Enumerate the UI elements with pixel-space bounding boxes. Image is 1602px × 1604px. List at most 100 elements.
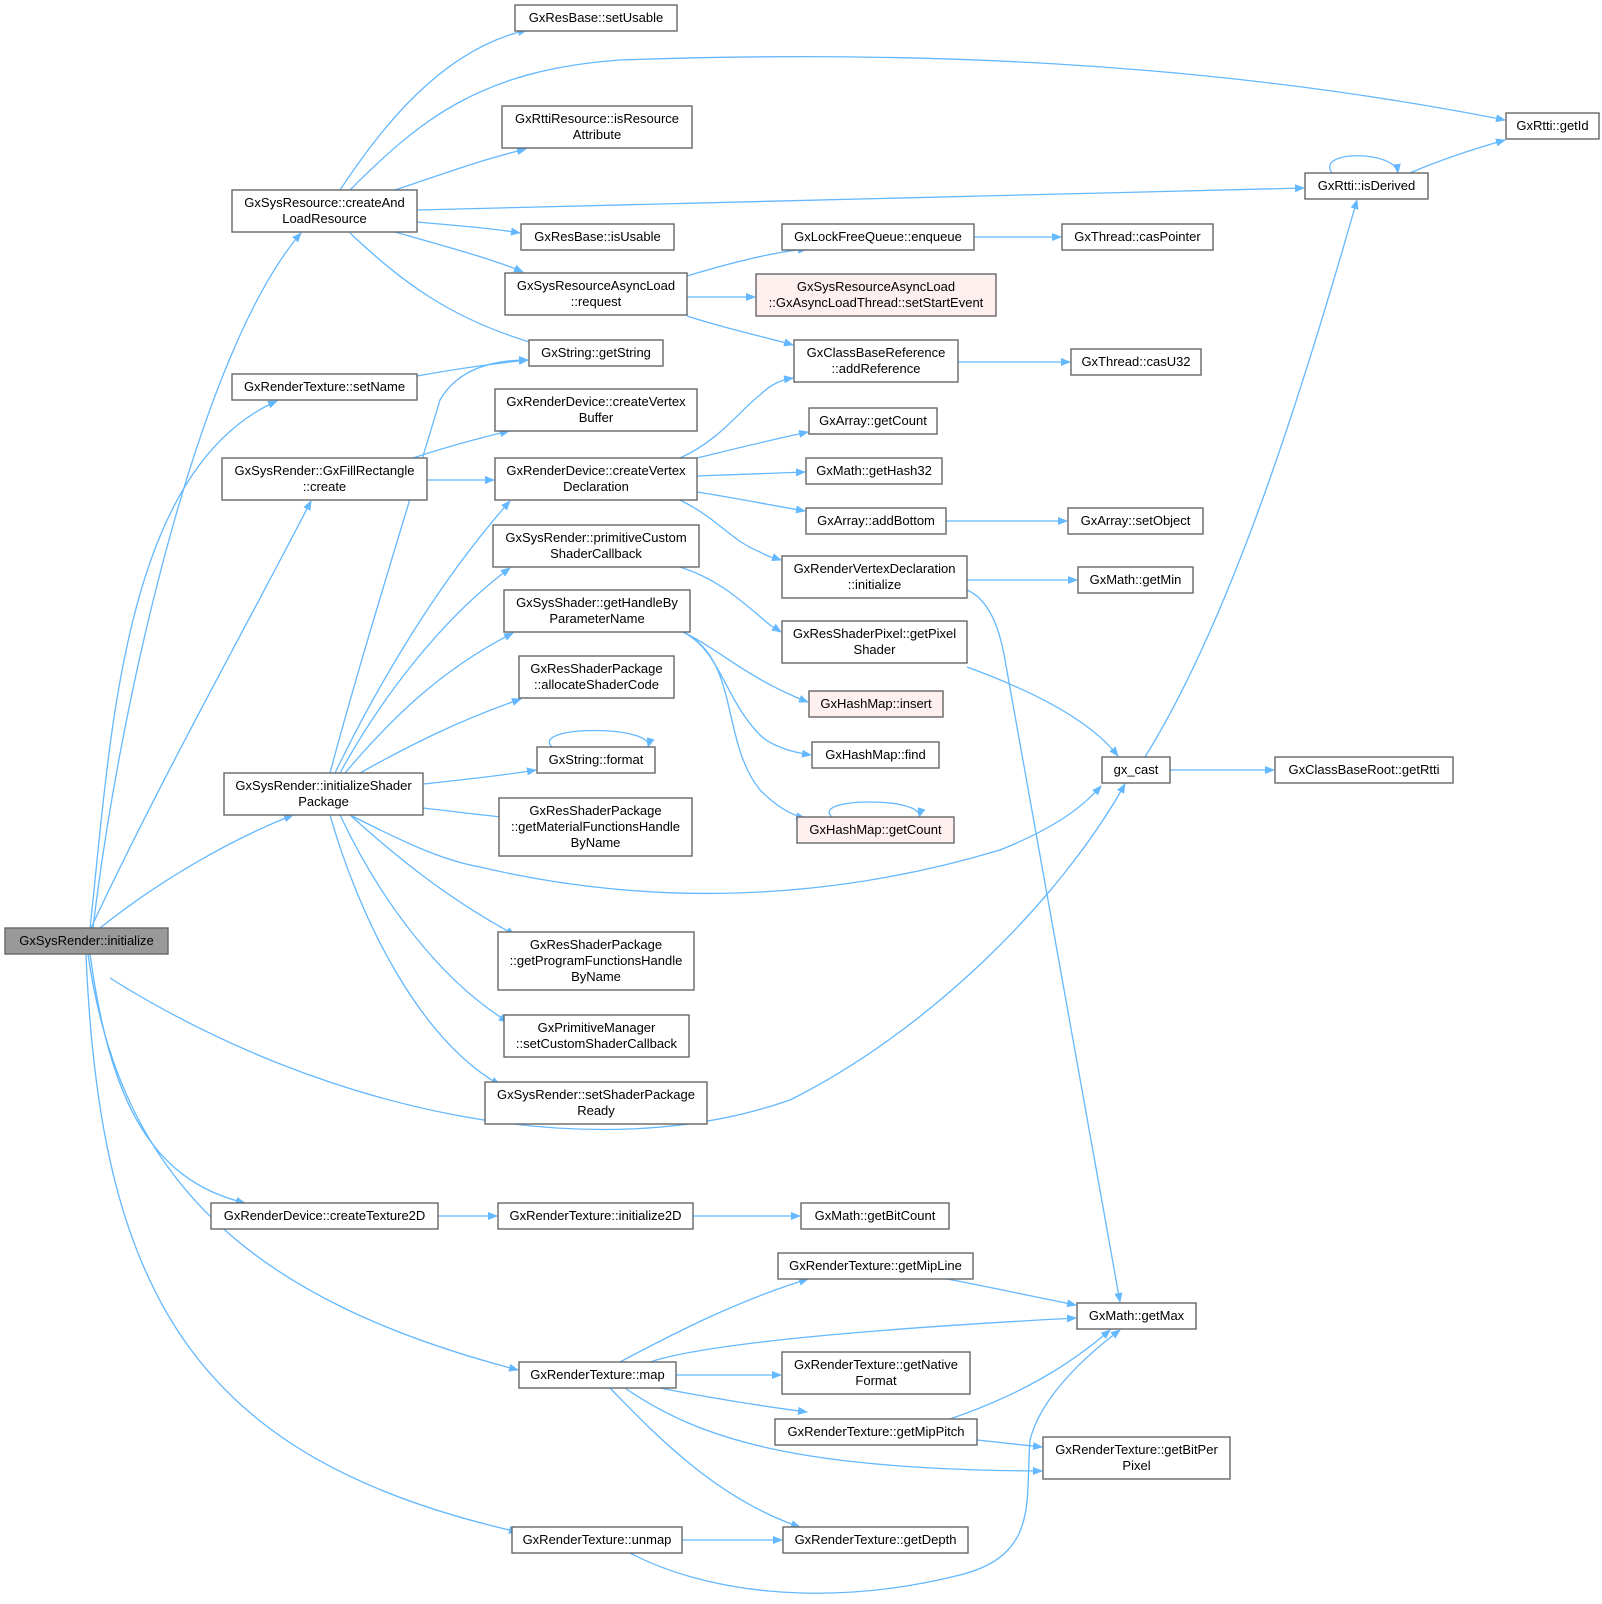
node-rvdInit[interactable]: GxRenderVertexDeclaration::initialize	[781, 555, 968, 599]
node-casPointer[interactable]: GxThread::casPointer	[1061, 223, 1214, 251]
node-box[interactable]	[503, 589, 691, 633]
node-getMatFunc[interactable]: GxResShaderPackage::getMaterialFunctions…	[498, 797, 693, 857]
node-strFormat[interactable]: GxString::format	[536, 746, 656, 774]
node-isDerived[interactable]: GxRtti::isDerived	[1304, 172, 1429, 200]
node-box[interactable]	[781, 555, 968, 599]
node-isUsable[interactable]: GxResBase::isUsable	[520, 223, 675, 251]
node-box[interactable]	[4, 927, 169, 955]
node-allocShader[interactable]: GxResShaderPackage::allocateShaderCode	[518, 655, 675, 699]
node-box[interactable]	[231, 373, 418, 401]
node-box[interactable]	[1070, 348, 1202, 376]
node-setCustomCb[interactable]: GxPrimitiveManager::setCustomShaderCallb…	[503, 1014, 690, 1058]
node-root[interactable]: GxSysRender::initialize	[4, 927, 169, 955]
node-box[interactable]	[1076, 1302, 1197, 1330]
node-setName[interactable]: GxRenderTexture::setName	[231, 373, 418, 401]
node-box[interactable]	[755, 273, 997, 317]
node-getProgFunc[interactable]: GxResShaderPackage::getProgramFunctionsH…	[497, 931, 695, 991]
node-box[interactable]	[518, 655, 675, 699]
node-getMipLine[interactable]: GxRenderTexture::getMipLine	[777, 1252, 974, 1280]
node-box[interactable]	[223, 772, 424, 816]
node-box[interactable]	[1067, 507, 1204, 535]
node-box[interactable]	[1101, 756, 1171, 784]
node-box[interactable]	[503, 1014, 690, 1058]
node-box[interactable]	[782, 1526, 969, 1554]
node-box[interactable]	[484, 1081, 708, 1125]
node-setObject[interactable]: GxArray::setObject	[1067, 507, 1204, 535]
node-box[interactable]	[800, 1202, 950, 1230]
node-box[interactable]	[520, 223, 675, 251]
node-box[interactable]	[1304, 172, 1429, 200]
node-box[interactable]	[494, 457, 698, 501]
node-box[interactable]	[221, 457, 428, 501]
node-box[interactable]	[805, 457, 943, 485]
node-setUsable[interactable]: GxResBase::setUsable	[514, 4, 678, 32]
node-enqueue[interactable]: GxLockFreeQueue::enqueue	[781, 223, 975, 251]
node-box[interactable]	[796, 816, 955, 844]
node-box[interactable]	[536, 746, 656, 774]
node-getHash32[interactable]: GxMath::getHash32	[805, 457, 943, 485]
node-hmFind[interactable]: GxHashMap::find	[811, 741, 940, 769]
node-getString[interactable]: GxString::getString	[528, 339, 664, 367]
node-gxCast[interactable]: gx_cast	[1101, 756, 1171, 784]
node-box[interactable]	[793, 339, 959, 383]
node-box[interactable]	[808, 407, 938, 435]
node-box[interactable]	[781, 1351, 971, 1395]
node-getRtti[interactable]: GxClassBaseRoot::getRtti	[1274, 756, 1454, 784]
node-getMax[interactable]: GxMath::getMax	[1076, 1302, 1197, 1330]
node-addReference[interactable]: GxClassBaseReference::addReference	[793, 339, 959, 383]
node-box[interactable]	[497, 931, 695, 991]
node-box[interactable]	[811, 741, 940, 769]
node-fillRect[interactable]: GxSysRender::GxFillRectangle::create	[221, 457, 428, 501]
node-box[interactable]	[1077, 566, 1194, 594]
node-box[interactable]	[501, 105, 693, 149]
node-box[interactable]	[781, 223, 975, 251]
node-texUnmap[interactable]: GxRenderTexture::unmap	[511, 1526, 683, 1554]
node-casU32[interactable]: GxThread::casU32	[1070, 348, 1202, 376]
node-setStartEvent[interactable]: GxSysResourceAsyncLoad::GxAsyncLoadThrea…	[755, 273, 997, 317]
node-texMap[interactable]: GxRenderTexture::map	[518, 1361, 677, 1389]
node-createTex2D[interactable]: GxRenderDevice::createTexture2D	[210, 1202, 439, 1230]
node-getId[interactable]: GxRtti::getId	[1505, 112, 1600, 140]
node-box[interactable]	[781, 620, 968, 664]
node-box[interactable]	[528, 339, 664, 367]
node-box[interactable]	[1061, 223, 1214, 251]
node-box[interactable]	[774, 1418, 978, 1446]
node-box[interactable]	[805, 507, 947, 535]
node-box[interactable]	[498, 797, 693, 857]
node-box[interactable]	[504, 272, 688, 316]
node-box[interactable]	[1042, 1436, 1231, 1480]
node-getMipPitch[interactable]: GxRenderTexture::getMipPitch	[774, 1418, 978, 1446]
node-init2D[interactable]: GxRenderTexture::initialize2D	[497, 1202, 694, 1230]
node-box[interactable]	[1505, 112, 1600, 140]
node-primCustom[interactable]: GxSysRender::primitiveCustomShaderCallba…	[492, 524, 700, 568]
node-hmInsert[interactable]: GxHashMap::insert	[808, 690, 944, 718]
node-box[interactable]	[514, 4, 678, 32]
node-box[interactable]	[777, 1252, 974, 1280]
node-getMin[interactable]: GxMath::getMin	[1077, 566, 1194, 594]
node-getDepth[interactable]: GxRenderTexture::getDepth	[782, 1526, 969, 1554]
node-arrGetCount[interactable]: GxArray::getCount	[808, 407, 938, 435]
node-box[interactable]	[518, 1361, 677, 1389]
node-hmGetCount[interactable]: GxHashMap::getCount	[796, 816, 955, 844]
node-box[interactable]	[210, 1202, 439, 1230]
node-box[interactable]	[511, 1526, 683, 1554]
node-box[interactable]	[231, 189, 418, 233]
node-asyncRequest[interactable]: GxSysResourceAsyncLoad::request	[504, 272, 688, 316]
node-box[interactable]	[808, 690, 944, 718]
node-box[interactable]	[494, 388, 698, 432]
node-box[interactable]	[1274, 756, 1454, 784]
node-getBitCount[interactable]: GxMath::getBitCount	[800, 1202, 950, 1230]
node-box[interactable]	[497, 1202, 694, 1230]
node-addBottom[interactable]: GxArray::addBottom	[805, 507, 947, 535]
node-box[interactable]	[492, 524, 700, 568]
